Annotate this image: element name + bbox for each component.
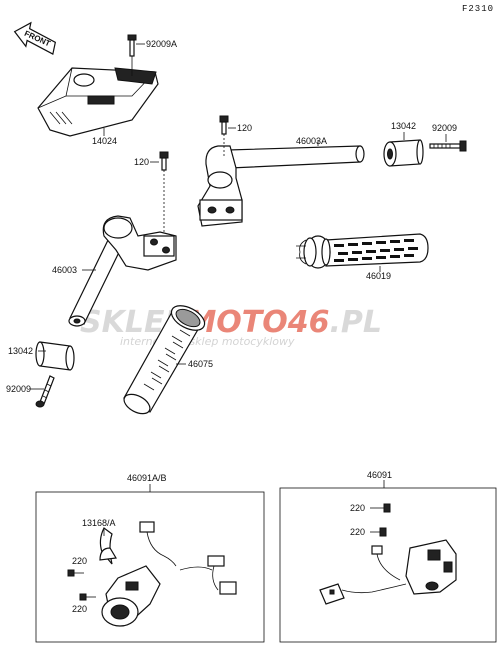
bar-end-13042-left xyxy=(35,341,75,371)
label-220-c: 220 xyxy=(350,503,365,513)
screw-220-a xyxy=(67,569,84,577)
screw-92009A xyxy=(127,34,137,76)
switch-box-left xyxy=(35,491,265,643)
cover-14024 xyxy=(37,67,159,137)
label-46091: 46091 xyxy=(367,470,392,480)
watermark-number: 46 xyxy=(287,305,330,340)
watermark-tagline: internetowy sklep motocyklowy xyxy=(120,335,295,348)
label-46075: 46075 xyxy=(188,359,213,369)
switch-assembly-right xyxy=(319,539,457,605)
label-220-d: 220 xyxy=(350,527,365,537)
bolt-120-left xyxy=(159,151,169,232)
bolt-92009-right xyxy=(429,140,467,152)
screw-220-b xyxy=(79,593,96,601)
label-13168A: 13168/A xyxy=(82,518,116,528)
label-46091AB: 46091A/B xyxy=(127,473,167,483)
label-220-a: 220 xyxy=(72,556,87,566)
screw-220-c xyxy=(370,503,391,513)
handlebar-46003 xyxy=(68,215,177,327)
bolt-120-top xyxy=(219,115,229,156)
label-92009A: 92009A xyxy=(146,39,177,49)
label-92009-top: 92009 xyxy=(432,123,457,133)
bolt-92009-left xyxy=(35,375,55,408)
switch-assembly-left xyxy=(99,521,237,627)
label-13042-left: 13042 xyxy=(8,346,33,356)
front-arrow-icon: FRONT xyxy=(13,21,57,55)
label-120-left: 120 xyxy=(134,157,149,167)
watermark: SKLEPMOTO46.PL internetowy sklep motocyk… xyxy=(80,305,382,348)
watermark-suffix: .PL xyxy=(330,305,383,340)
figure-code: F2310 xyxy=(462,4,494,14)
label-92009-left: 92009 xyxy=(6,384,31,394)
label-46003A: 46003A xyxy=(296,136,327,146)
grip-46019 xyxy=(296,233,429,269)
label-220-b: 220 xyxy=(72,604,87,614)
grip-46075 xyxy=(123,305,206,415)
handlebar-46003A xyxy=(197,145,365,227)
bar-end-13042-right xyxy=(383,139,424,167)
label-14024: 14024 xyxy=(92,136,117,146)
label-46019: 46019 xyxy=(366,271,391,281)
label-13042-top: 13042 xyxy=(391,121,416,131)
label-46003: 46003 xyxy=(52,265,77,275)
label-120-top: 120 xyxy=(237,123,252,133)
screw-220-d xyxy=(370,527,387,537)
switch-box-right xyxy=(279,487,497,643)
